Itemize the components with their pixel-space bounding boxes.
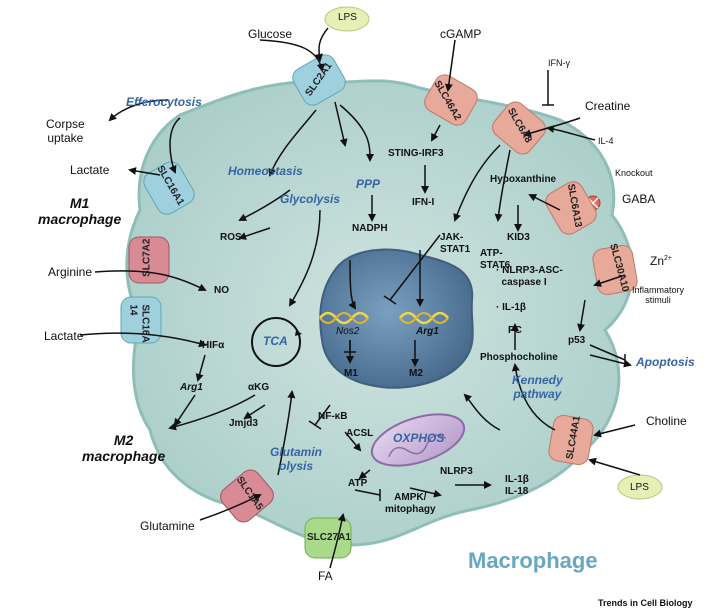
jak-stat1-node: JAK-STAT1 xyxy=(440,232,471,255)
transporter-slc16a14-shape xyxy=(120,296,162,344)
arg1-gene-label: Arg1 xyxy=(416,326,439,337)
atp-node: ATP xyxy=(348,478,368,489)
ifn-gamma-label: IFN-γ xyxy=(548,58,570,68)
tca-cycle xyxy=(251,317,301,367)
apoptosis-label: Apoptosis xyxy=(636,355,695,369)
dna-nos2 xyxy=(319,311,369,325)
efferocytosis-label: Efferocytosis xyxy=(126,95,202,109)
nucleus xyxy=(319,248,474,389)
mitochondrion xyxy=(370,413,466,467)
fa-label: FA xyxy=(318,569,333,583)
transporter-slc16a14: SLC16A 14 xyxy=(128,304,151,343)
acsl-node: ACSL xyxy=(346,428,374,439)
lactate-top-label: Lactate xyxy=(70,163,110,177)
nos2-gene-label: Nos2 xyxy=(336,326,360,337)
ampk-node: AMPK/mitophagy xyxy=(385,492,436,515)
m1-node: M1 xyxy=(344,368,358,379)
pc-node: PC xyxy=(508,325,522,336)
phosphocholine-node: Phosphocholine xyxy=(480,352,558,363)
jmjd3-node: Jmjd3 xyxy=(229,418,258,429)
il4-label: IL-4 xyxy=(598,136,614,146)
il1b-inner-node: · IL-1β xyxy=(496,302,526,313)
transporter-slc6a13-shape xyxy=(545,181,597,235)
nfkb-node: NF-κB xyxy=(318,411,348,422)
sting-irf3-node: STING-IRF3 xyxy=(388,148,444,159)
lactate-mid-label: Lactate xyxy=(44,329,84,343)
choline-label: Choline xyxy=(646,414,687,428)
transporter-slc6a8-shape xyxy=(492,101,546,155)
transporter-slc1a5-shape xyxy=(220,469,274,523)
inhibition-marks xyxy=(308,70,626,501)
arg1-cytoplasm-node: Arg1 xyxy=(180,382,203,393)
transporter-slc27a1: SLC27A1 xyxy=(307,532,351,543)
lps-bottom-label: LPS xyxy=(630,482,649,493)
glucose-label: Glucose xyxy=(248,27,293,41)
no-node: NO xyxy=(214,285,229,296)
homeostasis-label: Homeostasis xyxy=(228,164,303,178)
glutamine-label: Glutamine xyxy=(140,519,195,533)
macrophage-title: Macrophage xyxy=(468,548,598,573)
akg-node: αKG xyxy=(248,382,270,393)
nlrp3-node: NLRP3 xyxy=(440,466,473,477)
atp-stat6-node: ATP-STAT6 xyxy=(480,248,511,271)
hypoxanthine-node: Hypoxanthine xyxy=(490,174,557,185)
tca-label: TCA xyxy=(263,334,288,348)
transporter-slc46a2-shape xyxy=(424,74,478,126)
pathway-arrows xyxy=(79,27,641,569)
zn-label: Zn2+ xyxy=(650,254,672,268)
ros-node: ROS xyxy=(220,232,242,243)
transporter-slc2a1-shape xyxy=(292,54,346,106)
gaba-label: GABA xyxy=(622,192,656,206)
arginine-label: Arginine xyxy=(48,265,93,279)
ifn1-node: IFN-I xyxy=(412,197,435,208)
nadph-node: NADPH xyxy=(352,223,388,234)
lps-top-oval xyxy=(324,6,370,32)
glycolysis-label: Glycolysis xyxy=(280,192,341,206)
credit-label: Trends in Cell Biology xyxy=(598,598,693,608)
knockout-label: Knockout xyxy=(615,168,653,178)
cgamp-label: cGAMP xyxy=(440,27,482,41)
transporter-slc44a1-shape xyxy=(548,414,594,466)
kid3-node: KID3 xyxy=(507,232,530,243)
oxphos-label: OXPHOS xyxy=(393,431,445,445)
nlrp3-asc-node: · NLRP3-ASC- caspase I xyxy=(496,265,563,288)
m2-node: M2 xyxy=(409,368,423,379)
hifa-node: HIFα xyxy=(202,340,225,351)
p53-node: p53 xyxy=(568,335,586,346)
transporter-slc7a2: SLC7A2 xyxy=(141,238,153,277)
lps-top-label: LPS xyxy=(338,12,357,23)
creatine-label: Creatine xyxy=(585,99,631,113)
ppp-label: PPP xyxy=(356,177,381,191)
dna-arg1 xyxy=(399,311,449,325)
